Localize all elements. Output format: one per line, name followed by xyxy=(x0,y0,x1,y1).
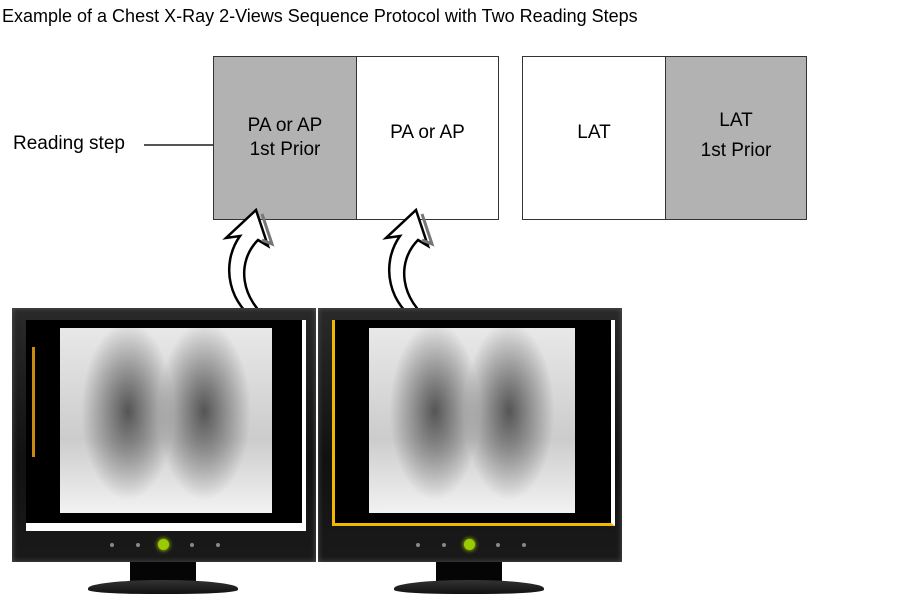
chest-xray-image xyxy=(369,328,575,513)
box-label: LAT xyxy=(719,110,753,131)
box-lat-current: LAT xyxy=(522,56,666,220)
power-led-icon xyxy=(158,539,169,550)
box-sublabel: 1st Prior xyxy=(249,139,321,160)
reading-step-label: Reading step xyxy=(13,133,125,154)
monitor-stand xyxy=(394,580,544,594)
box-label: LAT xyxy=(577,122,611,143)
monitor-screen xyxy=(26,320,306,531)
chest-xray-image xyxy=(60,328,272,513)
box-pa-ap-prior: PA or AP 1st Prior xyxy=(213,56,357,220)
monitor-screen-active xyxy=(332,320,615,526)
box-lat-prior: LAT 1st Prior xyxy=(665,56,807,220)
monitor-stand xyxy=(88,580,238,594)
box-sublabel: 1st Prior xyxy=(700,140,772,161)
power-led-icon xyxy=(464,539,475,550)
box-label: PA or AP xyxy=(390,122,465,143)
arrow-icon xyxy=(222,207,436,326)
ruler-overlay xyxy=(32,347,35,457)
box-pa-ap-current: PA or AP xyxy=(356,56,499,220)
diagram-title: Example of a Chest X-Ray 2-Views Sequenc… xyxy=(2,6,638,26)
reading-step-leader-line xyxy=(144,144,214,146)
box-label: PA or AP xyxy=(247,115,323,136)
